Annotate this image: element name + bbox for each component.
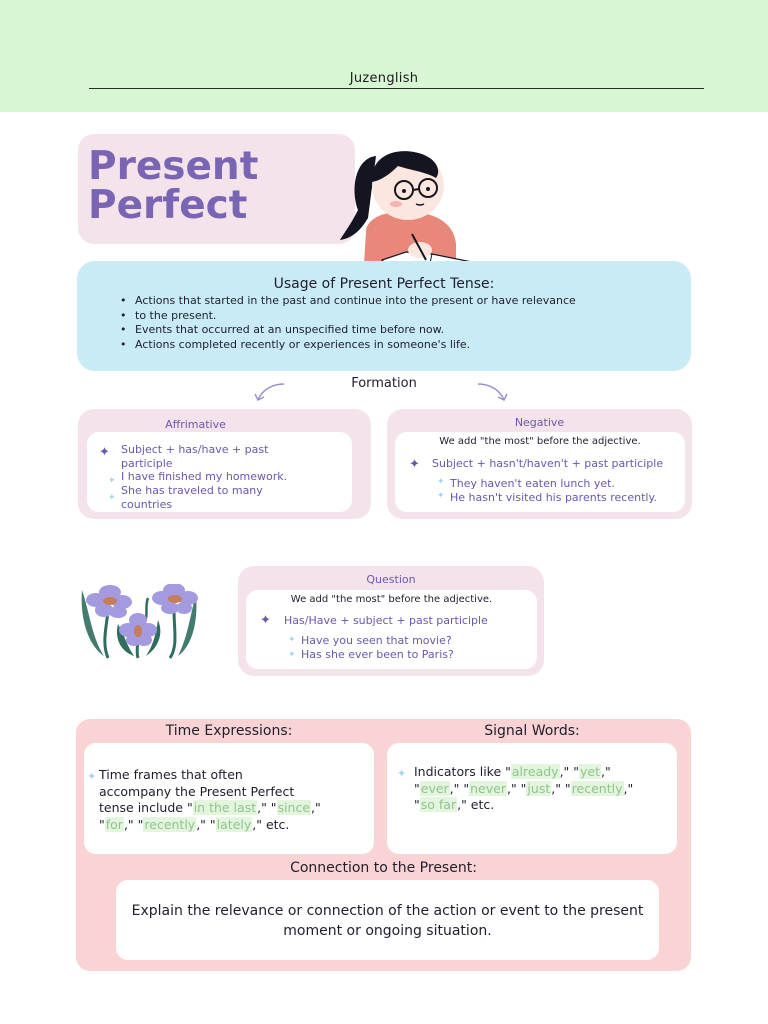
signal-words-text: Indicators like "already," "yet," "ever,… — [414, 764, 634, 813]
formation-heading: Formation — [351, 376, 417, 391]
connection-text: Explain the relevance or connection of t… — [131, 903, 644, 939]
example: He hasn't visited his parents recently. — [450, 491, 657, 504]
sparkle-icon: ✦ — [99, 445, 110, 460]
keyword-highlight: just — [526, 780, 552, 796]
question-inner — [246, 590, 537, 669]
time-expressions-title: Time Expressions: — [165, 723, 293, 739]
sparkle-icon: ✦ — [260, 613, 271, 628]
usage-title: Usage of Present Perfect Tense: — [273, 276, 495, 292]
small-sparkle-icon: ✦ — [437, 477, 445, 487]
usage-item: Actions completed recently or experience… — [120, 338, 680, 353]
affirmative-examples: I have finished my homework. She has tra… — [121, 470, 346, 512]
keyword-highlight: so far — [419, 797, 458, 813]
flowers-illustration — [81, 584, 198, 659]
keyword-highlight: recently — [570, 780, 624, 796]
example: They haven't eaten lunch yet. — [450, 477, 615, 490]
affirmative-rule: Subject + has/have + past participle — [121, 443, 269, 470]
time-expressions-text: Time frames that often accompany the Pre… — [99, 767, 321, 832]
keyword-highlight: ever — [419, 780, 450, 796]
brand-name: Juzenglish — [349, 71, 419, 86]
keyword-highlight: since — [276, 800, 312, 816]
usage-item: to the present. — [120, 309, 680, 324]
small-sparkle-icon: ✦ — [437, 491, 445, 501]
question-note: We add "the most" before the adjective. — [290, 594, 493, 605]
girl-reading-illustration — [340, 151, 474, 273]
page-title: Present Perfect — [88, 147, 348, 225]
title-line-2: Perfect — [88, 183, 248, 228]
example: I have finished my homework. — [121, 470, 288, 483]
small-sparkle-icon: ✦ — [87, 770, 97, 783]
header-divider — [89, 88, 704, 89]
small-sparkle-icon: ✦ — [288, 650, 296, 660]
title-card — [78, 134, 355, 244]
usage-list: Actions that started in the past and con… — [120, 294, 680, 352]
example: Has she ever been to Paris? — [301, 648, 454, 661]
negative-examples: They haven't eaten lunch yet. He hasn't … — [450, 477, 684, 505]
example: countries — [121, 498, 173, 511]
keyword-highlight: for — [104, 816, 124, 832]
negative-rule: Subject + hasn't/haven't + past particip… — [432, 457, 664, 470]
keyword-highlight: already — [510, 764, 560, 779]
time-expressions-card — [84, 743, 374, 854]
connection-title: Connection to the Present: — [290, 860, 477, 876]
keyword-highlight: never — [469, 780, 507, 796]
connection-card — [116, 880, 659, 960]
affirmative-inner — [87, 432, 352, 512]
keyword-highlight: recently — [143, 816, 197, 832]
small-sparkle-icon: ✦ — [108, 493, 116, 503]
negative-note: We add "the most" before the adjective. — [439, 436, 641, 447]
question-examples: Have you seen that movie? Has she ever b… — [301, 634, 531, 662]
small-sparkle-icon: ✦ — [108, 476, 116, 486]
keyword-highlight: in the last — [192, 800, 258, 816]
affirmative-title: Affrimative — [165, 418, 226, 431]
keyword-highlight: lately — [215, 816, 253, 832]
header-band — [0, 0, 768, 112]
usage-item: Events that occurred at an unspecified t… — [120, 323, 680, 338]
question-title: Question — [366, 573, 416, 586]
keyword-highlight: yet — [579, 764, 602, 779]
small-sparkle-icon: ✦ — [397, 767, 407, 780]
small-sparkle-icon: ✦ — [288, 635, 296, 645]
question-rule: Has/Have + subject + past participle — [284, 614, 488, 627]
sparkle-icon: ✦ — [409, 457, 420, 472]
negative-title: Negative — [514, 416, 565, 429]
usage-item: Actions that started in the past and con… — [120, 294, 680, 309]
example: She has traveled to many — [121, 484, 263, 497]
title-line-1: Present — [88, 144, 259, 189]
curved-arrow-left-icon — [254, 383, 285, 402]
negative-inner — [395, 432, 685, 512]
example: Have you seen that movie? — [301, 634, 452, 647]
curved-arrow-right-icon — [477, 383, 508, 402]
signal-words-title: Signal Words: — [484, 723, 580, 739]
